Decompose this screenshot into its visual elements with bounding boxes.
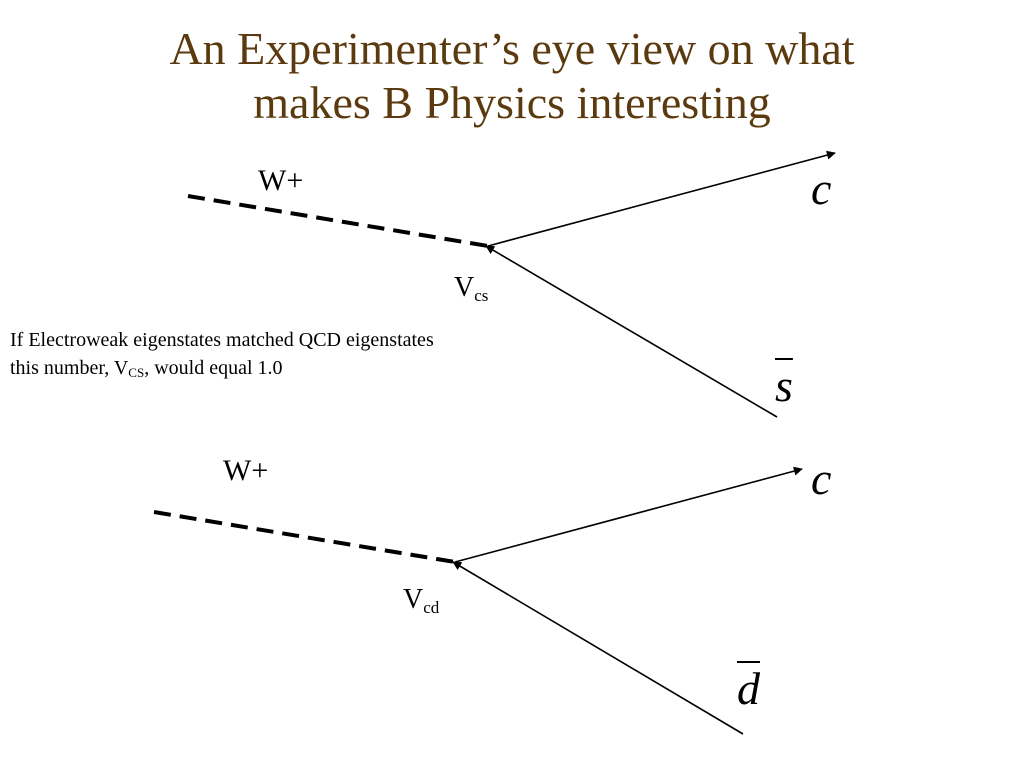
title-line-2: makes B Physics interesting	[253, 77, 771, 128]
note-line-2: this number, VCS, would equal 1.0	[10, 354, 434, 387]
bottom-antidown-line	[452, 561, 744, 735]
top-antiquark-label: s	[775, 363, 793, 409]
top-antistrange-line	[485, 245, 778, 418]
bottom-charm-label: c	[811, 453, 832, 504]
eigenstate-note: If Electroweak eigenstates matched QCD e…	[10, 326, 434, 387]
bottom-vertex-main: V	[403, 584, 424, 615]
bottom-w-boson-line	[153, 510, 456, 564]
title-line-1: An Experimenter’s eye view on what	[169, 23, 855, 74]
top-antiquark-symbol: s	[775, 360, 793, 411]
note-line-2-sub: CS	[128, 365, 145, 380]
top-vertex-main: V	[454, 272, 475, 303]
note-line-1: If Electroweak eigenstates matched QCD e…	[10, 329, 434, 351]
top-w-boson-line	[187, 194, 489, 248]
bottom-vertex-label: Vcd	[403, 584, 439, 618]
top-boson-label: W+	[258, 164, 304, 197]
bottom-antiquark-label: d	[737, 666, 760, 712]
top-charm-line	[487, 150, 836, 247]
bottom-vertex-sub: cd	[423, 598, 440, 617]
page-title: An Experimenter’s eye view on what makes…	[0, 22, 1024, 130]
top-charm-label: c	[811, 163, 832, 214]
bottom-boson-label: W+	[223, 454, 269, 487]
top-vertex-label: Vcs	[454, 272, 488, 306]
note-line-2-suffix: , would equal 1.0	[144, 357, 283, 379]
note-line-2-prefix: this number, V	[10, 357, 129, 379]
bottom-charm-line	[454, 466, 803, 563]
bottom-antiquark-symbol: d	[737, 663, 760, 714]
top-vertex-sub: cs	[474, 286, 489, 305]
